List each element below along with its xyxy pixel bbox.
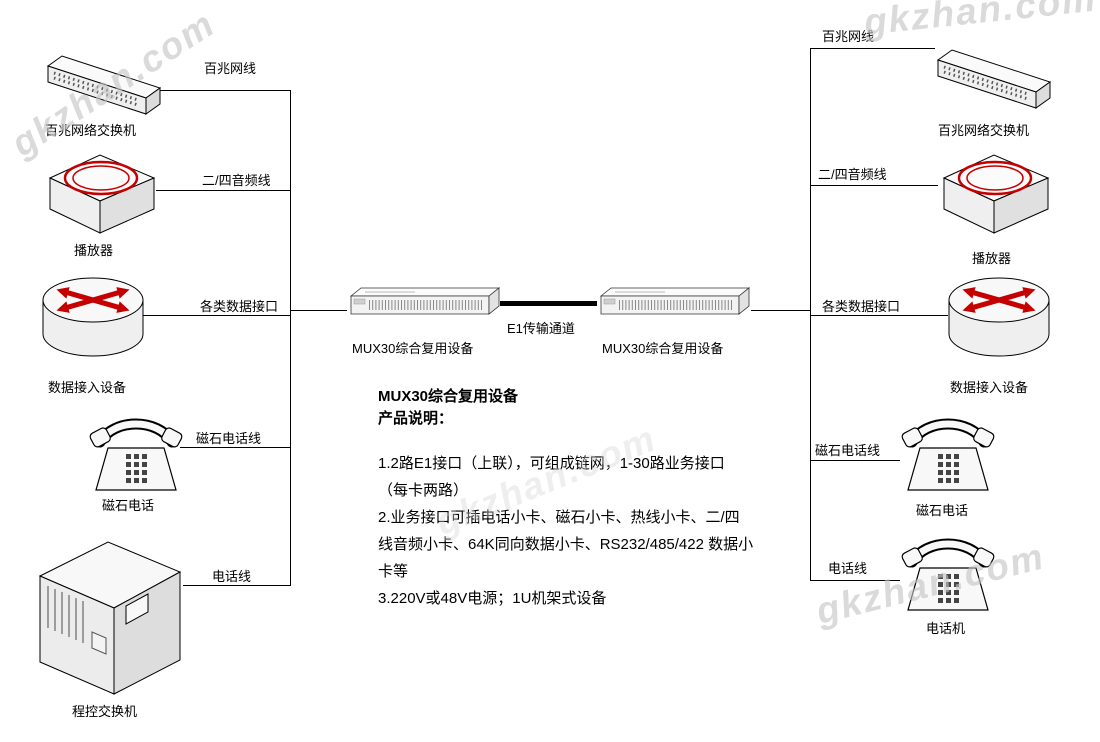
right-switch-link-label: 百兆网线	[822, 29, 875, 44]
mux-right-icon	[595, 284, 753, 322]
description-line: 1.2路E1接口（上联），可组成链网，1-30路业务接口	[378, 455, 725, 472]
left-router-label: 数据接入设备	[48, 380, 127, 395]
left-player-link-label: 二/四音频线	[202, 173, 271, 188]
right-player-label: 播放器	[972, 251, 1012, 266]
right-router-connector	[810, 315, 948, 316]
left-data-router-icon	[40, 268, 146, 368]
description-subtitle: 产品说明：	[378, 410, 454, 427]
right-router-label: 数据接入设备	[950, 380, 1029, 395]
right-switch-connector	[810, 48, 935, 49]
product-description: MUX30综合复用设备 产品说明： 1.2路E1接口（上联），可组成链网，1-3…	[378, 386, 848, 612]
right-switch-label: 百兆网络交换机	[938, 123, 1030, 138]
right-magneto-phone-icon	[898, 410, 998, 494]
left-magneto-phone-icon	[86, 410, 186, 494]
right-phone-connector	[810, 580, 900, 581]
right-phone-link-label: 电话线	[828, 561, 868, 576]
left-magneto-phone-link-label: 磁石电话线	[196, 431, 262, 446]
left-router-link-label: 各类数据接口	[200, 299, 279, 314]
left-mux-connector	[290, 310, 347, 311]
left-network-switch-icon	[38, 26, 168, 118]
right-magneto-phone-link-label: 磁石电话线	[815, 443, 881, 458]
left-phone-connector	[180, 447, 290, 448]
left-player-icon	[42, 145, 162, 240]
right-player-link-label: 二/四音频线	[818, 167, 887, 182]
right-data-router-icon	[946, 268, 1052, 368]
left-router-connector	[140, 315, 290, 316]
left-pbx-connector	[183, 585, 290, 586]
left-switch-link-label: 百兆网线	[204, 61, 257, 76]
left-switch-connector	[158, 90, 290, 91]
mux-left-label: MUX30综合复用设备	[352, 341, 474, 356]
left-player-connector	[156, 190, 290, 191]
right-player-icon	[936, 145, 1056, 240]
description-line: （每卡两路）	[378, 482, 469, 499]
left-pbx-label: 程控交换机	[72, 704, 138, 719]
e1-channel-line	[500, 301, 597, 306]
left-switch-label: 百兆网络交换机	[45, 123, 137, 138]
right-phone-label: 电话机	[926, 621, 966, 636]
right-network-switch-icon	[928, 20, 1058, 112]
left-magneto-phone-label: 磁石电话	[102, 498, 155, 513]
right-player-connector	[810, 185, 938, 186]
mux-right-label: MUX30综合复用设备	[602, 341, 724, 356]
right-phone-icon	[898, 530, 998, 614]
right-router-link-label: 各类数据接口	[822, 299, 901, 314]
mux-left-icon	[345, 284, 503, 322]
description-title: MUX30综合复用设备	[378, 388, 519, 405]
right-mux-connector	[751, 310, 810, 311]
e1-channel-label: E1传输通道	[507, 321, 575, 336]
left-pbx-icon	[30, 532, 190, 702]
description-line: 卡等	[378, 563, 409, 580]
right-bus-line	[810, 48, 811, 580]
description-line: 2.业务接口可插电话小卡、磁石小卡、热线小卡、二/四	[378, 509, 740, 526]
left-bus-line	[290, 90, 291, 586]
description-line: 线音频小卡、64K同向数据小卡、RS232/485/422 数据小	[378, 536, 754, 553]
right-magneto-phone-label: 磁石电话	[916, 503, 969, 518]
description-line: 3.220V或48V电源；1U机架式设备	[378, 590, 607, 607]
left-pbx-link-label: 电话线	[212, 569, 252, 584]
left-player-label: 播放器	[74, 243, 114, 258]
right-magneto-phone-connector	[810, 460, 900, 461]
